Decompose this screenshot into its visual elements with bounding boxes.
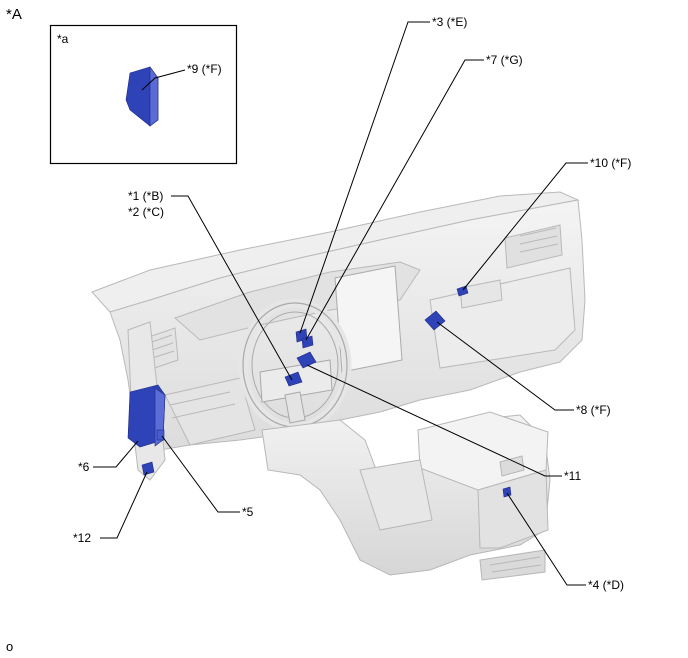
callout-11: *11 — [564, 469, 582, 483]
part-8-connector — [424, 310, 446, 331]
callout-5: *5 — [242, 505, 254, 519]
view-label: *A — [6, 6, 22, 23]
leader-7 — [305, 59, 484, 341]
highlighted-parts — [125, 66, 512, 498]
callout-3: *3 (*E) — [432, 15, 468, 29]
part-7-connector — [301, 335, 314, 349]
leader-3 — [299, 21, 430, 334]
part-5-connector — [156, 429, 165, 441]
callout-10: *10 (*F) — [590, 156, 632, 170]
leader-5 — [161, 435, 240, 513]
part-10-connector — [456, 285, 469, 297]
callout-7: *7 (*G) — [486, 53, 523, 67]
inset-label: *a — [57, 32, 69, 46]
callout-12: *12 — [73, 531, 92, 545]
callout-6: *6 — [78, 460, 90, 474]
callout-2: *2 (*C) — [128, 205, 165, 219]
leader-lines — [93, 21, 588, 586]
leader-6 — [93, 440, 139, 468]
leader-10 — [462, 162, 588, 291]
leader-4 — [506, 492, 586, 586]
leader-8 — [436, 321, 574, 411]
callout-4: *4 (*D) — [588, 578, 625, 592]
instrument-panel — [91, 191, 586, 481]
leader-12 — [100, 471, 148, 539]
callout-1: *1 (*B) — [128, 189, 164, 203]
part-4-connector — [502, 486, 512, 498]
leader-11 — [306, 364, 562, 477]
footer-mark: o — [6, 639, 14, 654]
callout-9: *9 (*F) — [187, 62, 222, 76]
leader-9 — [141, 69, 186, 91]
callout-8: *8 (*F) — [576, 403, 611, 417]
part-11-connector — [296, 351, 317, 369]
part-9-inset — [125, 66, 159, 127]
leader-1-2 — [171, 195, 293, 381]
part-12-connector — [141, 461, 155, 476]
